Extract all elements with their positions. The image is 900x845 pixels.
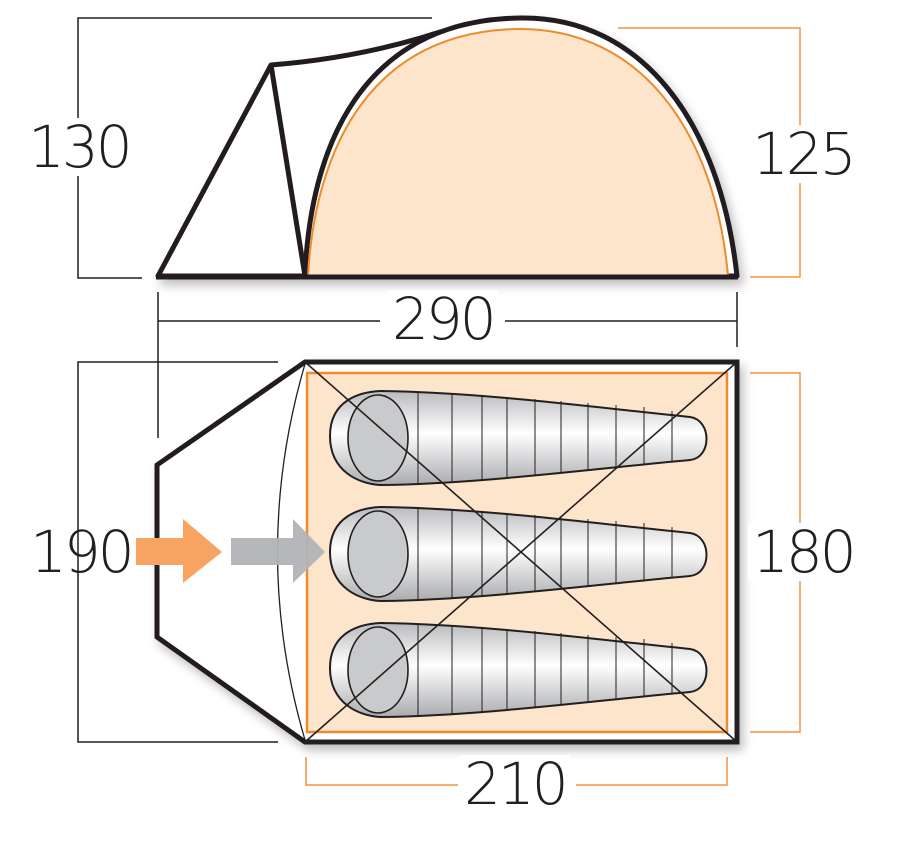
overall-length-dimension-line	[157, 292, 738, 438]
pole-crossing-lines	[304, 361, 738, 743]
inner-length-dimension-line	[305, 757, 728, 786]
label-overall-length: 290	[388, 290, 498, 348]
label-inner-length: 210	[460, 755, 570, 813]
label-inner-height: 125	[748, 125, 858, 183]
label-overall-width: 190	[30, 518, 135, 586]
porch-pole	[268, 64, 308, 277]
overall-width-dimension-line	[77, 361, 278, 743]
hood-opening	[347, 394, 409, 482]
inner-tent	[306, 27, 730, 277]
side-view	[77, 15, 801, 438]
label-inner-width: 180	[748, 523, 858, 581]
hood-opening	[347, 510, 409, 598]
orange-arrow-icon	[136, 519, 222, 583]
plan-view	[77, 359, 801, 786]
sleeping-bag	[328, 621, 708, 719]
hood-opening	[347, 626, 409, 714]
sleeping-bag	[328, 389, 708, 487]
label-overall-height: 130	[24, 118, 134, 176]
grey-arrow-icon	[231, 519, 325, 583]
